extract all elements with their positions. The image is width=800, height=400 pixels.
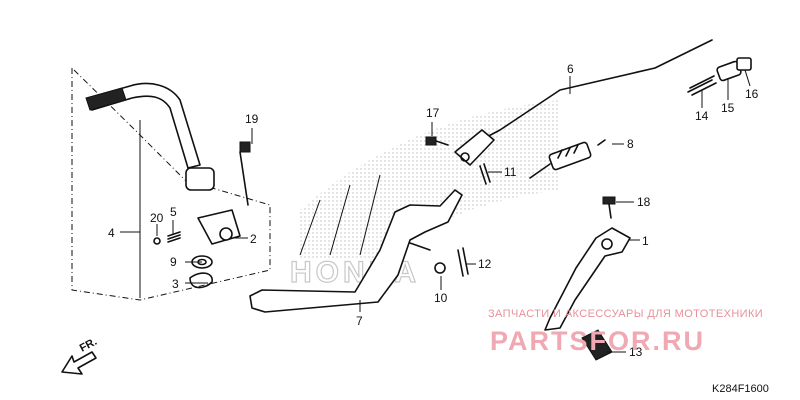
- watermark-caption: ЗАПЧАСТИ И АКСЕССУАРЫ ДЛЯ МОТОТЕХНИКИ: [488, 308, 763, 320]
- part-label-20: 20: [150, 211, 164, 225]
- honda-wing-logo: HONDA: [289, 100, 560, 290]
- brake-pedal: [249, 189, 463, 313]
- front-arrow-label: FR.: [78, 336, 99, 355]
- pin-12: [457, 247, 469, 277]
- part-label-5: 5: [170, 205, 177, 219]
- part-label-8: 8: [627, 137, 634, 151]
- part-label-4: 4: [108, 226, 115, 240]
- part-label-1: 1: [642, 234, 649, 248]
- kick-starter-arm: [85, 82, 215, 191]
- part-label-13: 13: [629, 345, 643, 359]
- leader-lines: [120, 69, 751, 353]
- watermark-logo: PARTSFOR.RU: [490, 326, 705, 356]
- step-pedal: [544, 227, 631, 331]
- front-arrow: FR.: [61, 336, 99, 375]
- part-label-11: 11: [504, 165, 517, 179]
- part-label-6: 6: [567, 62, 574, 76]
- nut-16: [736, 57, 752, 71]
- spring-14: [687, 75, 717, 96]
- part-label-10: 10: [434, 291, 448, 305]
- kick-starter-assembly-frame: [71, 67, 271, 301]
- spring-8: [529, 139, 606, 179]
- watermark: ЗАПЧАСТИ И АКСЕССУАРЫ ДЛЯ МОТОТЕХНИКИ PA…: [488, 308, 763, 356]
- part-label-14: 14: [695, 109, 709, 123]
- part-label-19: 19: [245, 112, 259, 126]
- part-label-3: 3: [172, 277, 179, 291]
- part-label-9: 9: [170, 255, 177, 269]
- part-label-18: 18: [637, 195, 651, 209]
- brake-rod: [454, 39, 713, 166]
- part-label-16: 16: [745, 87, 759, 101]
- part-label-17: 17: [426, 106, 440, 120]
- part-label-15: 15: [721, 101, 735, 115]
- part-label-7: 7: [356, 314, 363, 328]
- part-label-2: 2: [250, 232, 257, 246]
- pin-11: [479, 163, 491, 185]
- part-label-12: 12: [478, 257, 492, 271]
- bolt-18: [602, 196, 616, 219]
- bolt-17: [425, 136, 449, 146]
- drawing-code: K284F1600: [712, 383, 769, 395]
